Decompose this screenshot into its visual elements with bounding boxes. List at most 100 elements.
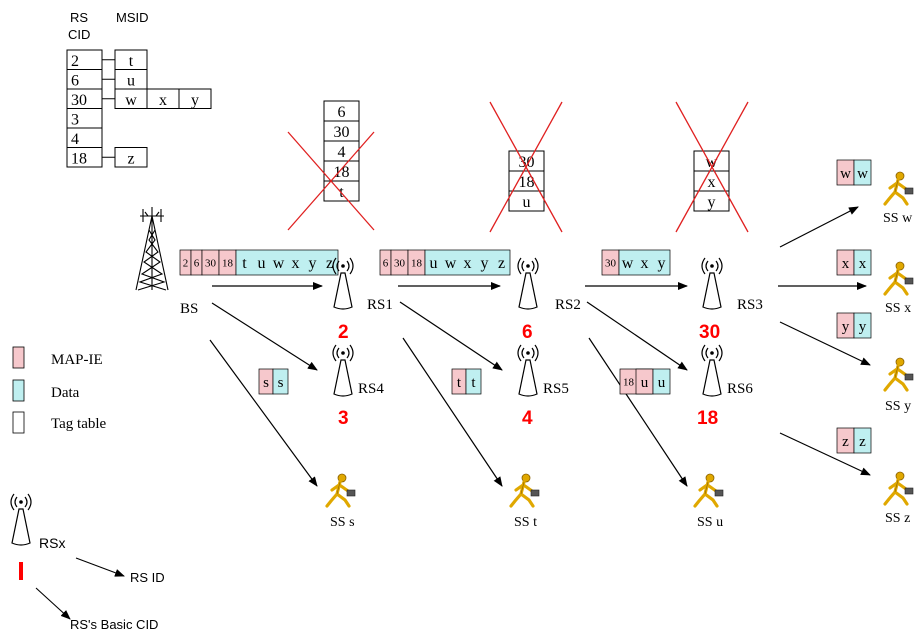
arrow-rs2-rs6 bbox=[586, 301, 688, 371]
cid-value: 30 bbox=[71, 92, 87, 109]
rs6-label: RS6 bbox=[727, 381, 753, 397]
data-cell bbox=[853, 312, 872, 339]
map-ie-value: 30 bbox=[205, 257, 217, 269]
ss-z-icon bbox=[883, 470, 915, 506]
legend-map-ie-swatch bbox=[12, 346, 25, 369]
map-ie-value: z bbox=[842, 434, 849, 450]
map-ie-value: 18 bbox=[222, 257, 234, 269]
ss-s-icon bbox=[325, 472, 357, 508]
map-ie-value: y bbox=[842, 319, 850, 335]
rs4-label: RS4 bbox=[358, 381, 384, 397]
msid-value: w bbox=[125, 92, 137, 109]
data-value: z bbox=[859, 434, 866, 450]
legend: MAP-IE Data Tag table bbox=[12, 346, 107, 434]
rs6-icon bbox=[701, 344, 723, 397]
tag-value: y bbox=[708, 194, 716, 211]
legend-data-swatch bbox=[12, 379, 25, 402]
tag-cell bbox=[323, 180, 360, 202]
rs2-label: RS2 bbox=[555, 297, 581, 313]
rs4-icon bbox=[332, 344, 354, 397]
tag-cell bbox=[693, 190, 730, 212]
cid-value: 2 bbox=[71, 53, 79, 70]
data-value: y bbox=[309, 255, 317, 272]
legend-tag-table-label: Tag table bbox=[51, 416, 107, 432]
cid-value: 3 bbox=[71, 112, 79, 129]
map-ie-value: 18 bbox=[623, 376, 635, 388]
map-ie-value: 18 bbox=[411, 257, 423, 269]
crossed-table-rs3: wxy bbox=[675, 101, 749, 233]
rs-cid-header-2: CID bbox=[68, 27, 90, 42]
msid-value: t bbox=[129, 53, 134, 70]
ss-u-icon bbox=[693, 472, 725, 508]
data-value: x bbox=[641, 255, 649, 272]
rs3-icon bbox=[701, 257, 723, 310]
ss-y-label: SS y bbox=[885, 399, 911, 414]
rs5-icon bbox=[517, 344, 539, 397]
data-value: u bbox=[658, 375, 666, 391]
data-value: w bbox=[622, 255, 634, 272]
msid-value: u bbox=[127, 73, 135, 90]
rs6-cid: 18 bbox=[697, 408, 718, 429]
data-cell bbox=[272, 368, 289, 395]
data-value: x bbox=[292, 255, 300, 272]
data-cell bbox=[465, 368, 482, 395]
arrow-rs6-z bbox=[779, 432, 871, 476]
rsx-icon bbox=[10, 493, 32, 546]
data-cell bbox=[652, 368, 671, 395]
map-ie-value: 30 bbox=[394, 257, 406, 269]
rs2-icon bbox=[517, 257, 539, 310]
crossed-table-rs1: 630418t bbox=[287, 100, 375, 231]
rs-id-label: RS ID bbox=[130, 570, 165, 585]
ss-x-icon bbox=[883, 260, 915, 296]
tag-value: x bbox=[708, 174, 716, 191]
link-arrows bbox=[209, 206, 871, 487]
data-value: t bbox=[471, 375, 476, 391]
rs5-label: RS5 bbox=[543, 381, 569, 397]
cid-value: 18 bbox=[71, 151, 87, 168]
cross-line bbox=[287, 131, 375, 231]
ss-w-label: SS w bbox=[883, 211, 913, 226]
map-ie-value: x bbox=[842, 256, 850, 272]
arrow-rs3-w bbox=[779, 206, 859, 248]
data-value: w bbox=[273, 255, 285, 272]
arrow-rs1-ss bbox=[402, 337, 503, 487]
base-station-icon bbox=[135, 207, 169, 291]
data-cell bbox=[853, 249, 872, 276]
packets: 263018tuwxyz63018uwxyz30wxy18zssttuuwwxx… bbox=[179, 159, 872, 454]
map-ie-value: s bbox=[263, 375, 269, 391]
rs-cid-header-1: RS bbox=[70, 10, 88, 25]
cid-marker bbox=[19, 562, 23, 580]
data-value: z bbox=[326, 255, 333, 272]
arrow-bs-ss bbox=[209, 339, 318, 487]
ss-t-label: SS t bbox=[514, 515, 537, 530]
node-key: RSx l RS ID RS's Basic CID bbox=[10, 493, 165, 632]
map-ie-value: 2 bbox=[183, 257, 189, 269]
ss-z-label: SS z bbox=[885, 511, 910, 526]
rs3-cid: 30 bbox=[699, 322, 720, 343]
tag-value: 18 bbox=[334, 164, 350, 181]
rsx-label: RSx bbox=[39, 535, 65, 551]
data-value: w bbox=[857, 166, 868, 182]
legend-tag-table-swatch bbox=[12, 411, 25, 434]
msid-value: x bbox=[159, 92, 167, 109]
map-ie-value: 6 bbox=[194, 257, 200, 269]
ss-u-label: SS u bbox=[697, 515, 723, 530]
tag-value: 30 bbox=[334, 124, 350, 141]
data-cell bbox=[235, 249, 339, 276]
cross-line bbox=[675, 101, 749, 233]
rs1-label: RS1 bbox=[367, 297, 393, 313]
data-value: y bbox=[658, 255, 666, 272]
data-cell bbox=[853, 427, 872, 454]
arrow-rs2-ss bbox=[588, 337, 688, 487]
map-ie-value: w bbox=[840, 166, 851, 182]
ss-y-icon bbox=[883, 356, 915, 392]
arrow-bs-rs4 bbox=[211, 302, 318, 371]
data-value: y bbox=[481, 255, 489, 272]
